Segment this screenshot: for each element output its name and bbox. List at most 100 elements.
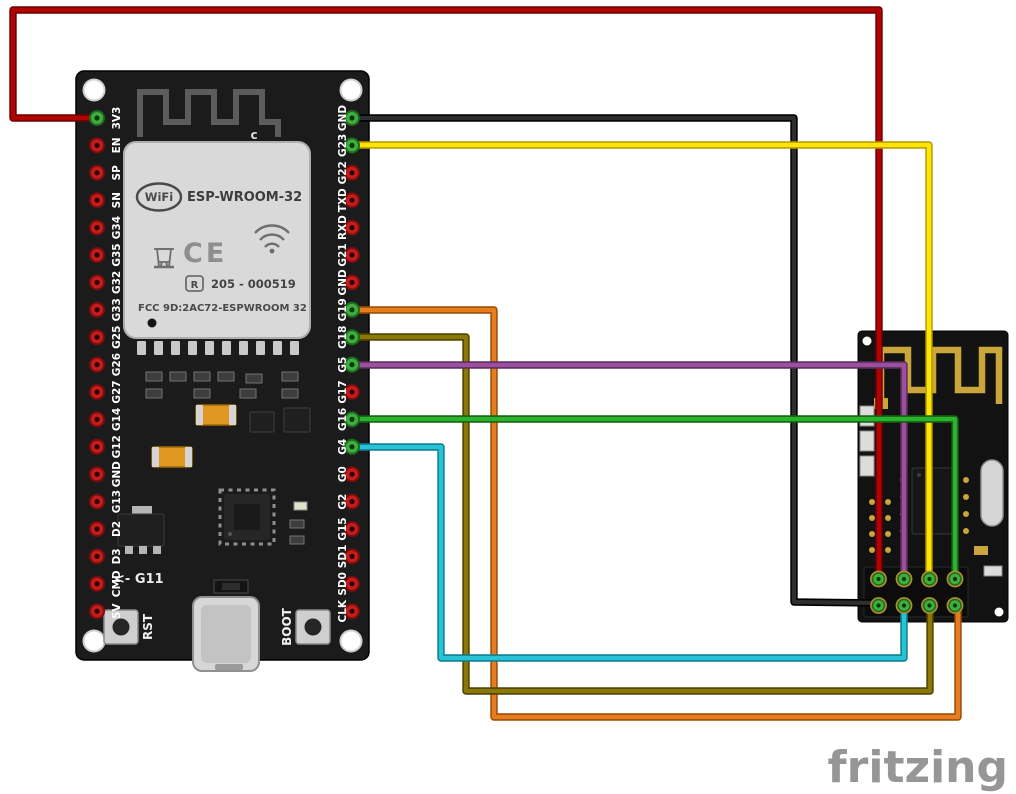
esp32-pin-left-15-d2[interactable]: [89, 521, 105, 537]
esp32-pin-left-18-5v[interactable]: [89, 603, 105, 620]
esp32-pin-label-right-sd0: SD0: [337, 572, 349, 596]
wires-layer: [9, 6, 962, 721]
esp32-pin-right-1-g23[interactable]: [344, 137, 360, 154]
esp32-board[interactable]: c WiFi ESP-WROOM-32 CE R 205 - 000: [75, 70, 370, 672]
esp32-pin-left-10-g27[interactable]: [89, 384, 105, 400]
nrf-pin-3[interactable]: [921, 570, 938, 588]
esp32-pin-label-right-clk: CLK: [337, 599, 349, 622]
nrf-pin-5[interactable]: [870, 597, 887, 614]
esp32-pin-left-6-g32[interactable]: [89, 274, 105, 291]
esp32-pin-left-14-g13[interactable]: [89, 493, 105, 510]
esp32-pin-label-left-sp: SP: [111, 165, 123, 181]
esp32-pin-label-left-g27: G27: [111, 380, 123, 403]
esp32-pin-label-right-g0: G0: [337, 466, 349, 482]
esp32-pin-label-left-d2: D2: [111, 521, 123, 537]
smd-cap-2: [289, 535, 305, 545]
esp32-pin-right-14-g2[interactable]: [344, 493, 360, 510]
esp32-pin-label-right-sd1: SD1: [337, 545, 349, 569]
nrf-ic: [911, 467, 959, 535]
wire-orange-g19[interactable]: [348, 306, 962, 721]
esp32-pin-left-2-sp[interactable]: [89, 164, 105, 181]
ce-mark: CE: [183, 238, 227, 269]
wire-green-g16[interactable]: [348, 415, 959, 583]
esp32-smd-parts: [145, 371, 299, 399]
nrf-pin-1[interactable]: [870, 570, 887, 588]
esp32-pin-right-8-g18[interactable]: [344, 329, 360, 346]
nrf-pin-8[interactable]: [946, 597, 964, 614]
boot-button[interactable]: [295, 609, 331, 645]
wifi-logo-oval: [135, 182, 183, 212]
nrf-pin-4[interactable]: [946, 570, 964, 588]
esp32-pin-left-12-g12[interactable]: [89, 438, 105, 455]
esp32-pin-left-1-en[interactable]: [89, 137, 105, 154]
esp32-pin-label-right-g4: G4: [337, 439, 349, 455]
esp32-pin-right-12-g4[interactable]: [344, 438, 360, 455]
reset-button[interactable]: [103, 609, 139, 645]
shield-serial: 205 - 000519: [211, 277, 296, 291]
esp32-pin-right-4-rxd[interactable]: [344, 219, 360, 236]
esp32-pin-right-15-g15[interactable]: [344, 521, 360, 537]
esp32-pin-left-9-g26[interactable]: [89, 356, 105, 373]
nrf-pin-2[interactable]: [895, 570, 913, 588]
wire-black-gnd[interactable]: [348, 114, 881, 607]
wire-purple-g5[interactable]: [348, 361, 908, 583]
nrf-pin-6[interactable]: [895, 597, 913, 614]
esp32-components: [117, 404, 311, 594]
esp32-pin-label-left-g13: G13: [111, 490, 123, 513]
esp32-pin-label-left-gnd: GND: [111, 461, 123, 487]
nrf-pin-7[interactable]: [921, 597, 938, 614]
esp32-pin-label-right-g23: G23: [337, 134, 349, 157]
ic-small-1: [249, 411, 275, 433]
esp32-castellation-pads: [137, 341, 299, 355]
esp32-pin-left-7-g33[interactable]: [89, 301, 105, 318]
esp32-pin-right-0-gnd[interactable]: [344, 110, 360, 126]
esp32-pin-right-17-sd0[interactable]: [344, 575, 360, 592]
esp32-pin-right-16-sd1[interactable]: [344, 548, 360, 565]
esp32-pin-right-9-g5[interactable]: [344, 356, 360, 373]
esp32-pin-left-17-cmd[interactable]: [89, 575, 105, 592]
esp32-pin-right-2-g22[interactable]: [344, 164, 360, 181]
esp32-pins-layer: 3V3ENSPSNG34G35G32G33G25G26G27G14G12GNDG…: [89, 105, 360, 622]
nrf-smd-small: [983, 565, 1003, 577]
esp32-pin-right-5-g21[interactable]: [344, 247, 360, 263]
shield-body: [123, 141, 311, 339]
esp32-pin-left-4-g34[interactable]: [89, 219, 105, 236]
esp32-pin-label-right-g22: G22: [337, 161, 349, 184]
esp32-pin-label-left-d3: D3: [111, 548, 123, 564]
wire-yellow-g23[interactable]: [348, 141, 933, 583]
esp32-pin-label-left-en: EN: [111, 137, 123, 153]
led: [293, 501, 308, 511]
wire-olive-g18[interactable]: [348, 333, 934, 695]
esp32-pin-label-right-gnd: GND: [337, 105, 349, 131]
esp32-pin-left-3-sn[interactable]: [89, 192, 105, 209]
nrf-crystal: [980, 459, 1004, 527]
esp32-pin-label-left-5v: 5V: [111, 603, 123, 619]
esp32-pin-left-8-g25[interactable]: [89, 329, 105, 346]
esp32-pin-left-0-3v3[interactable]: [89, 110, 105, 126]
esp32-pin-right-6-gnd[interactable]: [344, 274, 360, 291]
esp32-pin-left-11-g14[interactable]: [89, 411, 105, 428]
esp32-pin-right-13-g0[interactable]: [344, 466, 360, 483]
wifi-arcs-icon: [254, 224, 290, 254]
esp32-pin-label-left-g12: G12: [111, 435, 123, 458]
esp32-pin-right-3-txd[interactable]: [344, 192, 360, 209]
esp32-pin-left-13-gnd[interactable]: [89, 466, 105, 483]
boot-label: BOOT: [280, 607, 294, 646]
esp32-pin-left-16-d3[interactable]: [89, 548, 105, 565]
esp32-pin-right-10-g17[interactable]: [344, 384, 360, 400]
wire-red-3v3[interactable]: [9, 6, 883, 583]
wire-cyan-g4[interactable]: [348, 443, 908, 662]
nrf-pad-small: [974, 546, 988, 555]
esp32-pin-label-right-txd: TXD: [337, 188, 349, 212]
esp32-pin-label-left-g34: G34: [111, 216, 123, 239]
esp32-pin-right-18-clk[interactable]: [344, 603, 360, 620]
esp32-pin-label-left-g26: G26: [111, 353, 123, 376]
esp32-pin-label-left-g14: G14: [111, 408, 123, 431]
esp32-pin-right-7-g19[interactable]: [344, 301, 360, 318]
esp32-pin-left-5-g35[interactable]: [89, 247, 105, 263]
esp32-pin-label-left-g25: G25: [111, 326, 123, 349]
esp32-pin-right-11-g16[interactable]: [344, 411, 360, 428]
esp32-pin-label-right-gnd: GND: [337, 269, 349, 295]
esp32-pin-label-left-cmd: CMD: [111, 570, 123, 597]
